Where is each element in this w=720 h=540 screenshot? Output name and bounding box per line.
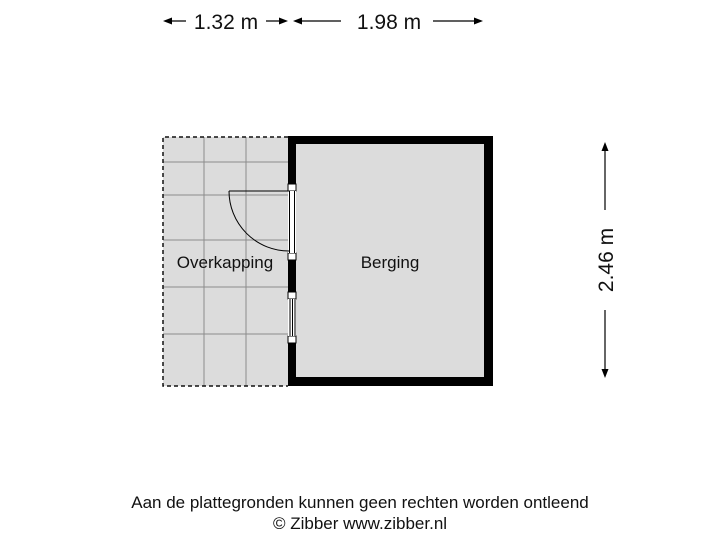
- room-label-overkapping: Overkapping: [177, 253, 273, 272]
- arrow-right-icon: [279, 17, 288, 25]
- berging-room: [288, 136, 493, 386]
- arrow-left-icon: [163, 17, 172, 25]
- arrow-down-icon: [601, 369, 609, 378]
- dimension-height: 2.46 m: [595, 142, 618, 378]
- dimension-width-right: 1.98 m: [293, 11, 483, 34]
- wall-top: [288, 136, 493, 144]
- arrow-left-icon: [293, 17, 302, 25]
- door-jamb-top: [287, 183, 297, 192]
- wall-left-lower: [288, 343, 296, 386]
- wall-bottom: [288, 377, 493, 386]
- overkapping-area: [162, 136, 288, 387]
- window: [287, 291, 297, 344]
- overkapping-floor: [163, 137, 288, 386]
- door: [228, 183, 297, 261]
- overkapping-dashed-outline: [162, 136, 288, 387]
- footer-copyright: © Zibber www.zibber.nl: [272, 514, 448, 533]
- floor-tile-grid: [163, 137, 288, 386]
- window-jamb-top: [287, 291, 297, 300]
- dimension-label-height: 2.46 m: [595, 228, 618, 292]
- berging-floor: [296, 144, 484, 377]
- wall-left-upper: [288, 136, 296, 184]
- arrow-up-icon: [601, 142, 609, 151]
- wall-left-middle: [288, 260, 296, 292]
- room-label-berging: Berging: [361, 253, 420, 272]
- wall-right: [484, 136, 493, 386]
- dimension-label-width-right: 1.98 m: [357, 11, 421, 34]
- window-jamb-bottom: [287, 335, 297, 344]
- door-opening: [288, 191, 296, 253]
- arrow-right-icon: [474, 17, 483, 25]
- door-jamb-bottom: [287, 252, 297, 261]
- door-swing-arc: [228, 190, 290, 252]
- footer-disclaimer: Aan de plattegronden kunnen geen rechten…: [131, 493, 589, 512]
- dimension-label-width-left: 1.32 m: [194, 11, 258, 34]
- dimension-width-left: 1.32 m: [163, 11, 288, 34]
